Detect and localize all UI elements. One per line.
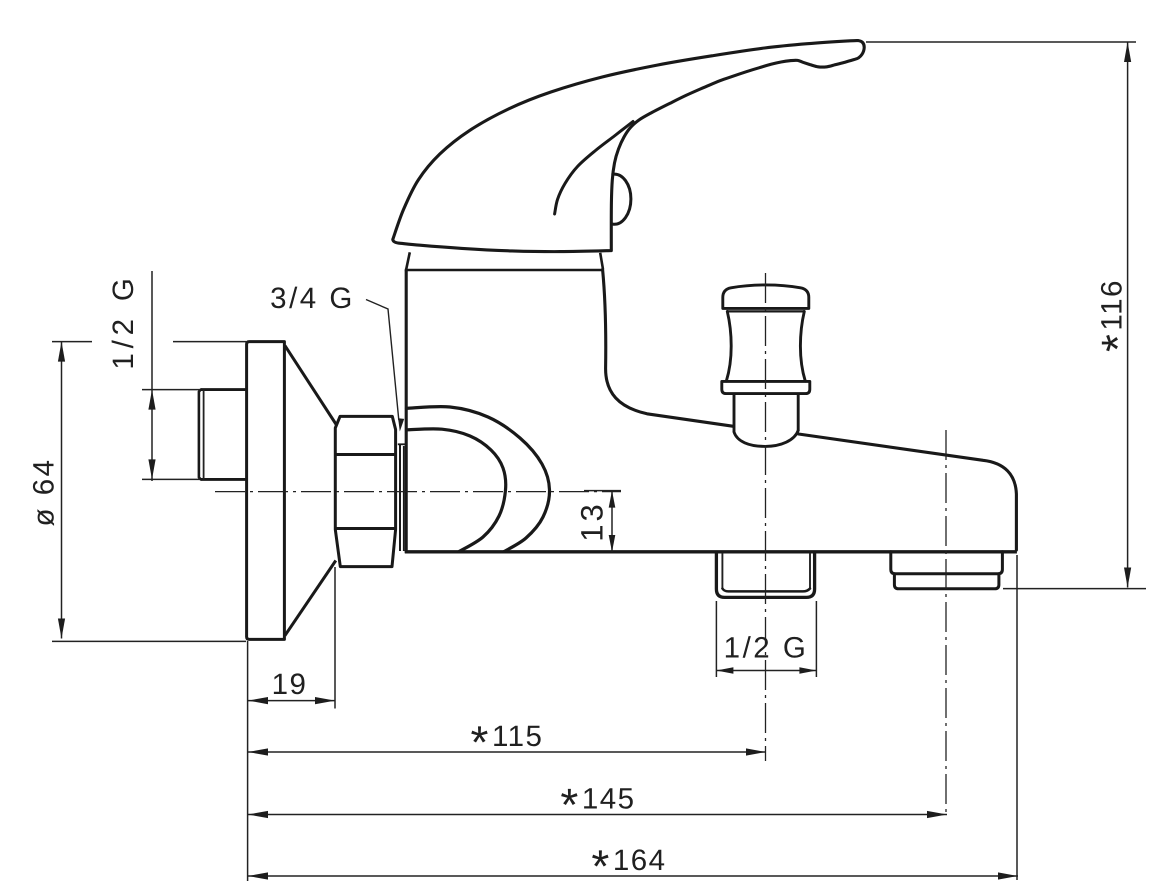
svg-text:*116: *116: [1092, 279, 1144, 352]
svg-text:19: 19: [272, 668, 308, 701]
svg-text:ø 64: ø 64: [28, 457, 61, 526]
svg-text:*115: *115: [471, 716, 544, 768]
svg-text:3/4 G: 3/4 G: [270, 282, 355, 315]
svg-text:*164: *164: [591, 840, 666, 886]
svg-text:13: 13: [575, 501, 610, 541]
svg-text:1/2 G: 1/2 G: [724, 632, 809, 665]
svg-text:1/2 G: 1/2 G: [107, 273, 140, 369]
svg-text:*145: *145: [560, 779, 635, 831]
